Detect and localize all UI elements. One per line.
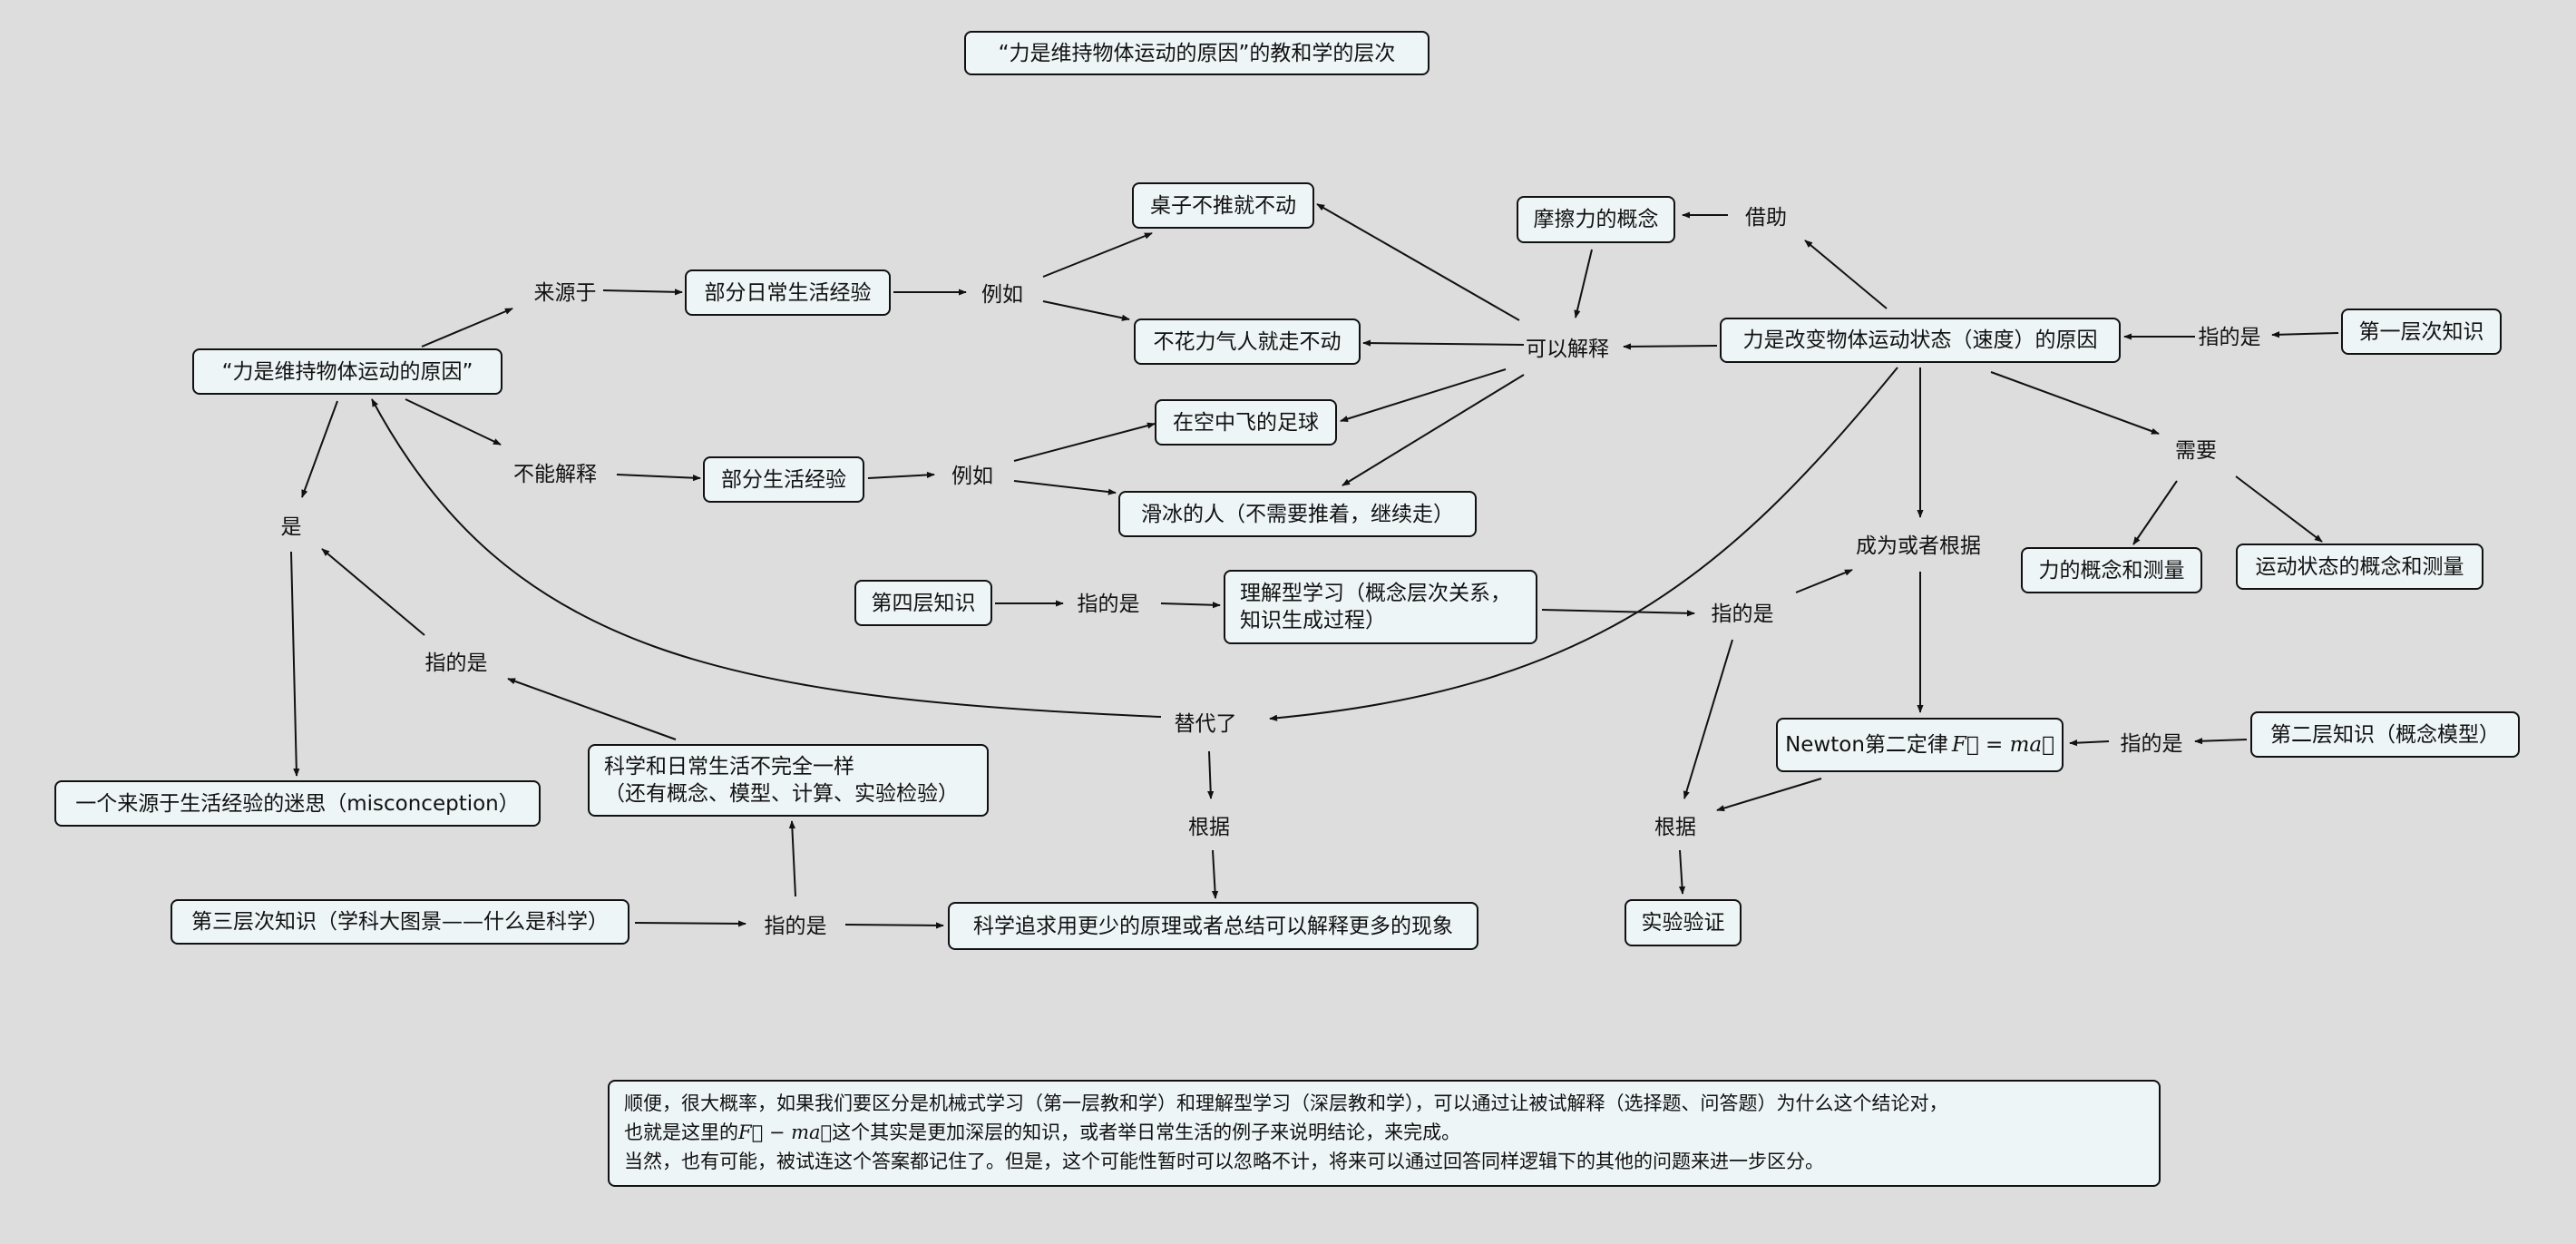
label-basis1: 根据 xyxy=(1188,816,1230,839)
edge-arrow xyxy=(1211,849,1219,899)
edge-arrow xyxy=(1013,480,1117,495)
node-level4: 第四层知识 xyxy=(854,580,992,626)
node-science-goal: 科学追求用更少的原理或者总结可以解释更多的现象 xyxy=(948,902,1478,950)
label-refers-left: 指的是 xyxy=(424,651,488,675)
understanding-line2: 知识生成过程） xyxy=(1240,609,1386,632)
note-line1: 顺便，很大概率，如果我们要区分是机械式学习（第一层教和学）和理解型学习（深层教和… xyxy=(624,1092,1948,1114)
edge-arrow xyxy=(602,289,683,296)
note-line2: 也就是这里的F⃗ − ma⃗这个其实是更加深层的知识，或者举日常生活的例子来说明… xyxy=(624,1118,2144,1147)
label-eg2: 例如 xyxy=(951,465,993,488)
node-myth: 一个来源于生活经验的迷思（misconception） xyxy=(54,780,541,827)
note-line3: 当然，也有可能，被试连这个答案都记住了。但是，这个可能性暂时可以忽略不计，将来可… xyxy=(624,1151,1824,1172)
newton-text: Newton第二定律 xyxy=(1785,733,1948,757)
label-refers4: 指的是 xyxy=(1077,593,1140,616)
edge-arrow xyxy=(867,471,935,479)
edge-arrow xyxy=(507,678,677,740)
label-need: 需要 xyxy=(2175,439,2217,463)
edge-arrow xyxy=(616,474,701,482)
label-refers1: 指的是 xyxy=(2198,326,2261,349)
label-refers3: 指的是 xyxy=(764,915,827,938)
node-level1: 第一层次知识 xyxy=(2341,309,2502,355)
node-friction: 摩擦力的概念 xyxy=(1517,196,1675,243)
node-walk: 不花力气人就走不动 xyxy=(1134,318,1361,365)
node-motion-concept: 运动状态的概念和测量 xyxy=(2236,544,2483,590)
label-replaced: 替代了 xyxy=(1174,712,1237,736)
edge-arrow xyxy=(1574,249,1593,318)
edge-arrow xyxy=(1340,368,1507,423)
node-level2: 第二层知识（概念模型） xyxy=(2250,711,2520,758)
edge-arrow xyxy=(1160,602,1221,609)
edge-arrow xyxy=(1042,232,1153,278)
edge-arrow xyxy=(321,548,425,636)
label-refers2: 指的是 xyxy=(2120,732,2183,756)
edge-arrow xyxy=(634,920,746,927)
node-daily-exp: 部分日常生活经验 xyxy=(685,269,891,316)
science-diff-line2: （还有概念、模型、计算、实验检验） xyxy=(604,782,959,806)
understanding-line1: 理解型学习（概念层次关系， xyxy=(1240,582,1511,605)
edge-arrow xyxy=(421,308,513,348)
note-line2-b: 这个其实是更加深层的知识，或者举日常生活的例子来说明结论，来完成。 xyxy=(832,1122,1461,1143)
diagram-title: “力是维持物体运动的原因”的教和学的层次 xyxy=(964,31,1429,75)
edge-arrow xyxy=(1013,422,1156,462)
newton-formula: F⃗ = ma⃗ xyxy=(1951,733,2054,757)
edge-arrow xyxy=(1795,569,1853,593)
edge-arrow xyxy=(1342,374,1525,486)
note-formula: F⃗ − ma⃗ xyxy=(738,1122,833,1143)
node-misbelief: “力是维持物体运动的原因” xyxy=(192,348,503,395)
node-truth: 力是改变物体运动状态（速度）的原因 xyxy=(1720,318,2121,363)
edge-arrow xyxy=(2132,480,2178,545)
edge-arrow xyxy=(405,398,502,446)
edge-arrow xyxy=(1316,203,1520,321)
science-diff-line1: 科学和日常生活不完全一样 xyxy=(604,755,854,779)
edge-arrow xyxy=(1042,300,1130,321)
label-via: 借助 xyxy=(1745,206,1787,230)
edge-arrow xyxy=(1207,750,1215,799)
edge-arrow xyxy=(301,400,338,498)
label-from: 来源于 xyxy=(533,281,597,305)
edge-arrow xyxy=(1362,339,1525,347)
edge-arrow xyxy=(1683,639,1733,799)
edge-arrow xyxy=(788,820,796,897)
edge-arrow xyxy=(1678,849,1686,895)
label-become: 成为或者根据 xyxy=(1856,534,1981,558)
edge-curve-arrow xyxy=(371,398,1162,718)
edge-arrow xyxy=(1716,778,1822,812)
edge-arrow xyxy=(844,922,944,929)
node-some-exp: 部分生活经验 xyxy=(703,456,864,503)
node-skate: 滑冰的人（不需要推着，继续走） xyxy=(1118,491,1477,537)
node-force-concept: 力的概念和测量 xyxy=(2021,547,2202,593)
edge-arrow xyxy=(2235,475,2323,543)
label-cannot-explain: 不能解释 xyxy=(513,463,597,486)
label-refers-mid: 指的是 xyxy=(1711,602,1774,626)
node-science-diff: 科学和日常生活不完全一样 （还有概念、模型、计算、实验检验） xyxy=(588,744,989,817)
edge-arrow xyxy=(2194,738,2248,745)
edge-arrow xyxy=(1804,240,1888,309)
label-basis2: 根据 xyxy=(1654,816,1696,839)
node-newton: Newton第二定律 F⃗ = ma⃗ xyxy=(1776,718,2064,772)
edge-arrow xyxy=(2271,331,2339,338)
node-understanding: 理解型学习（概念层次关系， 知识生成过程） xyxy=(1224,570,1537,644)
node-table: 桌子不推就不动 xyxy=(1132,182,1314,229)
edge-arrow xyxy=(2069,740,2110,747)
edge-arrow xyxy=(1990,371,2160,435)
edge-arrow xyxy=(290,551,300,777)
node-experiment: 实验验证 xyxy=(1625,899,1742,946)
edge-arrow xyxy=(1623,343,1718,350)
edge-curve-arrow xyxy=(1269,367,1898,721)
label-eg1: 例如 xyxy=(981,283,1023,307)
label-can-explain: 可以解释 xyxy=(1526,338,1609,361)
note-box: 顺便，很大概率，如果我们要区分是机械式学习（第一层教和学）和理解型学习（深层教和… xyxy=(608,1080,2161,1187)
node-ball: 在空中飞的足球 xyxy=(1155,399,1337,446)
edge-arrow xyxy=(1541,609,1695,617)
node-level3: 第三层次知识（学科大图景——什么是科学） xyxy=(171,899,629,945)
note-line2-a: 也就是这里的 xyxy=(624,1122,738,1143)
label-is: 是 xyxy=(280,515,302,539)
